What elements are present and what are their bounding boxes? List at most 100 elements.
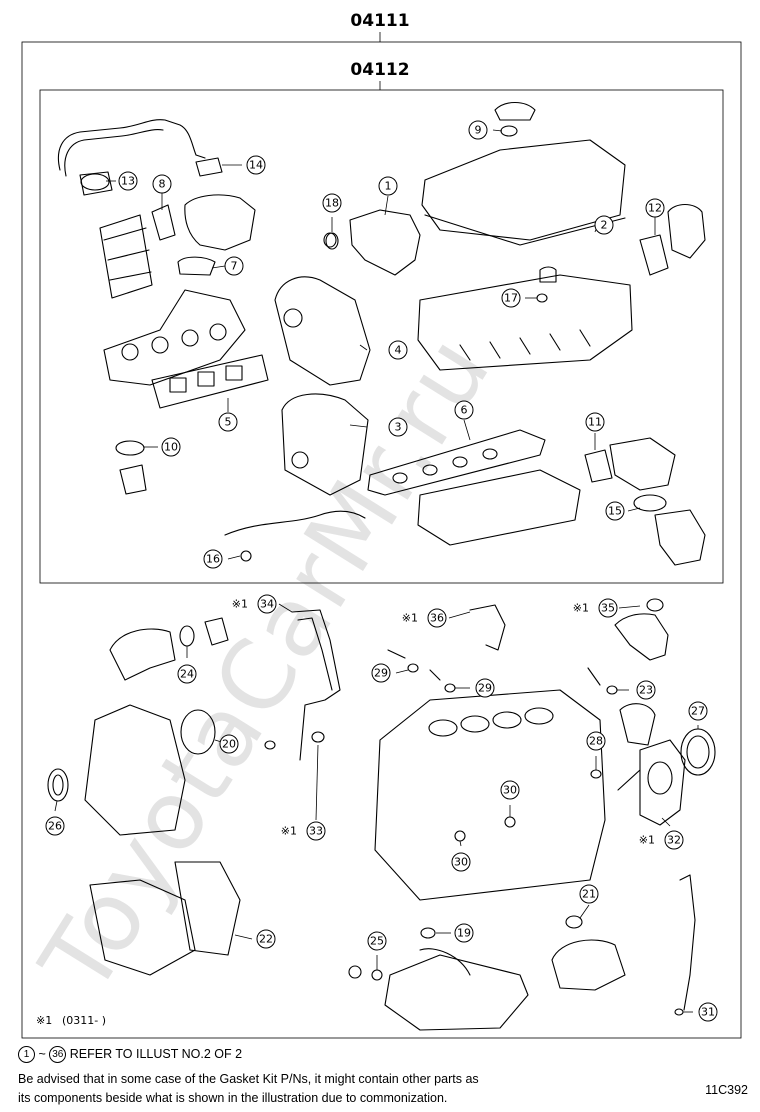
svg-text:5: 5 [225,416,232,429]
callout-17 [501,288,521,308]
svg-text:2: 2 [601,219,608,232]
legend-from: 1 [18,1046,35,1064]
svg-text:28: 28 [589,735,603,748]
callout-30b [451,852,471,872]
outer-frame [21,41,742,1039]
svg-text:26: 26 [48,820,62,833]
part-drawings-lower [47,598,716,1031]
legend-to: 36 [49,1046,67,1064]
callout-6 [454,400,474,420]
inner-code: 04112 [350,60,409,80]
callout-4 [388,340,408,360]
callout-29a [371,663,391,683]
svg-text:11: 11 [588,416,602,429]
callout-14 [246,155,266,175]
callout-3 [388,417,408,437]
callout-33 [306,821,326,841]
svg-text:10: 10 [164,441,178,454]
svg-text:16: 16 [206,553,220,566]
callout-11 [585,412,605,432]
advisory-line-2: its components beside what is shown in t… [18,1091,448,1105]
callout-22 [256,929,276,949]
svg-text:17: 17 [504,292,518,305]
svg-text:※1: ※1 [639,834,655,847]
legend-text: REFER TO ILLUST NO.2 OF 2 [69,1047,243,1061]
figure-id: 11C392 [705,1083,748,1097]
callout-24 [177,664,197,684]
svg-text:14: 14 [249,159,263,172]
callout-30a [500,780,520,800]
callout-2 [594,215,614,235]
svg-text:29: 29 [374,667,388,680]
part-drawings-upper [57,101,706,566]
svg-text:35: 35 [601,602,615,615]
svg-text:24: 24 [180,668,194,681]
callout-7 [224,256,244,276]
svg-text:3: 3 [395,421,402,434]
svg-text:※1: ※1 [573,602,589,615]
svg-text:8: 8 [159,178,166,191]
callout-9 [468,120,488,140]
svg-text:15: 15 [608,505,622,518]
callouts [45,120,718,1022]
callout-26 [45,816,65,836]
callout-20 [219,734,239,754]
outer-code: 04111 [350,11,409,31]
svg-text:7: 7 [231,260,238,273]
svg-text:29: 29 [478,682,492,695]
svg-text:12: 12 [648,202,662,215]
svg-text:9: 9 [475,124,482,137]
callout-19 [454,923,474,943]
svg-text:※1: ※1 [281,825,297,838]
svg-text:4: 4 [395,344,402,357]
callout-32 [664,830,684,850]
svg-text:25: 25 [370,935,384,948]
svg-text:※1: ※1 [36,1014,52,1027]
legend-line: 1 ~ 36 REFER TO ILLUST NO.2 OF 2 [18,1046,243,1064]
callout-21 [579,884,599,904]
svg-text:21: 21 [582,888,596,901]
callout-35 [598,598,618,618]
inner-frame [39,89,724,584]
callout-12 [645,198,665,218]
svg-text:6: 6 [461,404,468,417]
advisory-line-1: Be advised that in some case of the Gask… [18,1072,479,1086]
svg-text:20: 20 [222,738,236,751]
callout-1 [378,176,398,196]
svg-text:18: 18 [325,197,339,210]
callout-36 [427,608,447,628]
svg-text:33: 33 [309,825,323,838]
watermark: ToyotaCarMr.ru [19,316,512,1013]
svg-text:34: 34 [260,598,274,611]
callout-25 [367,931,387,951]
svg-text:13: 13 [121,175,135,188]
svg-text:30: 30 [503,784,517,797]
svg-text:22: 22 [259,933,273,946]
footnote: ※1 (0311- ) [36,1014,106,1027]
svg-text:32: 32 [667,834,681,847]
svg-text:1: 1 [385,180,392,193]
callout-18 [322,193,342,213]
legend-tilde: ~ [38,1047,46,1061]
callout-numbers: 1 2 3 4 5 6 7 8 9 10 11 12 13 14 15 16 1… [48,124,715,1019]
callout-15 [605,501,625,521]
callout-23 [636,680,656,700]
callout-10 [161,437,181,457]
svg-text:※1: ※1 [232,598,248,611]
svg-text:23: 23 [639,684,653,697]
callout-5 [218,412,238,432]
svg-text:※1: ※1 [402,612,418,625]
callout-27 [688,701,708,721]
svg-text:31: 31 [701,1006,715,1019]
callout-13 [118,171,138,191]
callout-28 [586,731,606,751]
svg-text:30: 30 [454,856,468,869]
callout-34 [257,594,277,614]
svg-text:36: 36 [430,612,444,625]
callout-8 [152,174,172,194]
svg-text:19: 19 [457,927,471,940]
svg-text:27: 27 [691,705,705,718]
svg-text:(0311- ): (0311- ) [62,1014,106,1027]
callout-29b [475,678,495,698]
